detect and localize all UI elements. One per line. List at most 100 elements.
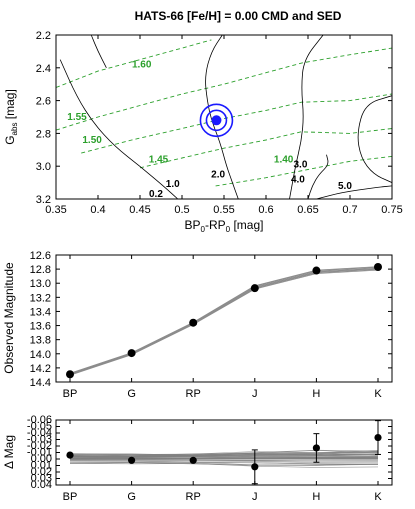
mass-label: 1.60	[132, 60, 152, 71]
y-tick-label: 0.03	[31, 473, 52, 485]
x-tick-label: 0.45	[129, 204, 150, 216]
x-tick-label: 0.65	[297, 204, 318, 216]
sed-model-line	[69, 269, 379, 376]
sed-point-H	[312, 266, 321, 275]
isochrone-label: 3.0	[293, 160, 307, 171]
x-tick-label: RP	[186, 491, 201, 503]
residual-model-line	[69, 459, 379, 462]
mass-label: 1.40	[274, 155, 294, 166]
mass-track-4	[215, 155, 392, 187]
residual-point-G	[128, 456, 136, 464]
star-outer-ring	[199, 103, 234, 138]
x-tick-label: 0.35	[45, 204, 66, 216]
y-tick-label: 0.02	[31, 466, 52, 478]
mass-label: 1.45	[149, 155, 169, 166]
residual-model-line	[69, 462, 379, 466]
y-tick-label: 13.4	[30, 306, 51, 318]
y-tick-label: 14.0	[30, 349, 51, 361]
isochrone-3	[289, 35, 324, 199]
sed-model-lines	[69, 266, 379, 376]
isochrone-label: 0.2	[149, 189, 163, 200]
y-tick-label: -0.06	[27, 414, 52, 426]
y-tick-label: 2.6	[36, 96, 51, 108]
x-tick-label: 0.75	[381, 204, 402, 216]
isochrone-0	[59, 59, 179, 199]
y-tick-label: 14.4	[30, 377, 51, 389]
star-position-marker	[199, 103, 234, 138]
mass-track-1	[56, 47, 392, 131]
isochrone-2	[205, 35, 239, 199]
isochrones	[59, 35, 392, 199]
x-tick-label: RP	[186, 388, 201, 400]
x-tick-label: J	[252, 388, 258, 400]
x-tick-label: J	[252, 491, 258, 503]
sed-model-line	[69, 266, 379, 374]
residual-point-BP	[66, 451, 74, 459]
residual-point-J	[251, 463, 259, 471]
star-center-dot	[211, 115, 222, 126]
isochrone-label: 1.0	[166, 179, 180, 190]
isochrone-4	[357, 95, 392, 183]
x-tick-label: G	[127, 491, 136, 503]
y-tick-label: 0.04	[31, 479, 52, 491]
sed-point-K	[374, 262, 382, 271]
residual-model-line	[69, 463, 379, 468]
y-tick-label: 2.4	[36, 63, 51, 75]
y-tick-label: -0.05	[27, 421, 52, 433]
x-tick-label: 0.4	[90, 204, 105, 216]
x-tick-label: G	[127, 388, 136, 400]
sed-y-ticks: 12.612.813.013.213.413.613.814.014.214.4	[30, 250, 392, 389]
cmd-y-ticks: 2.2 2.4 2.6 2.8 3.0 3.2	[36, 30, 392, 206]
mass-label: 1.55	[67, 112, 87, 123]
x-tick-label: H	[312, 491, 320, 503]
sed-point-J	[250, 284, 259, 293]
y-tick-label: 2.2	[36, 30, 51, 42]
y-tick-label: -0.01	[27, 447, 52, 459]
y-tick-label: 3.0	[36, 161, 51, 173]
mass-track-3	[139, 128, 392, 169]
mass-track-2	[81, 93, 392, 154]
residual-points	[66, 420, 382, 485]
sed-plot-frame	[55, 254, 393, 383]
star-middle-ring	[205, 109, 228, 132]
y-tick-label: 12.8	[30, 264, 51, 276]
x-tick-label: BP	[63, 388, 78, 400]
y-tick-label: 13.6	[30, 321, 51, 333]
residual-point-K	[374, 433, 382, 442]
residual-point-RP	[189, 456, 197, 464]
mass-label: 1.50	[82, 135, 102, 146]
y-tick-label: 13.0	[30, 278, 51, 290]
x-tick-label: H	[312, 388, 320, 400]
y-tick-label: 3.2	[36, 194, 51, 206]
y-tick-label: 12.6	[30, 250, 51, 262]
sed-point-G	[127, 349, 136, 358]
residual-model-line	[69, 459, 379, 461]
y-tick-label: 14.2	[30, 363, 51, 375]
cmd-x-axis-label: BP0-RP0 [mag]	[185, 218, 264, 234]
mass-tracks	[56, 39, 392, 187]
residual-model-line	[69, 460, 379, 463]
residual-model-line	[69, 449, 379, 456]
sed-model-line	[69, 267, 379, 374]
y-tick-label: 0.01	[31, 460, 52, 472]
residual-model-line	[70, 456, 379, 459]
isochrone-5	[307, 154, 329, 199]
x-tick-label: K	[374, 491, 382, 503]
y-tick-label: -0.04	[27, 427, 52, 439]
y-tick-label: 13.8	[30, 335, 51, 347]
x-tick-label: 0.55	[213, 204, 234, 216]
residual-model-line	[69, 453, 379, 458]
cmd-panel: HATS-66 [Fe/H] = 0.00 CMD and SED 0.21.0…	[3, 9, 403, 234]
y-tick-label: 2.8	[36, 128, 51, 140]
sed-observed-points	[66, 262, 382, 379]
residual-model-line	[69, 455, 379, 458]
sed-point-BP	[66, 370, 74, 379]
mass-track-0	[56, 39, 212, 88]
y-tick-label: -0.02	[27, 440, 52, 452]
x-tick-label: 0.5	[174, 204, 189, 216]
